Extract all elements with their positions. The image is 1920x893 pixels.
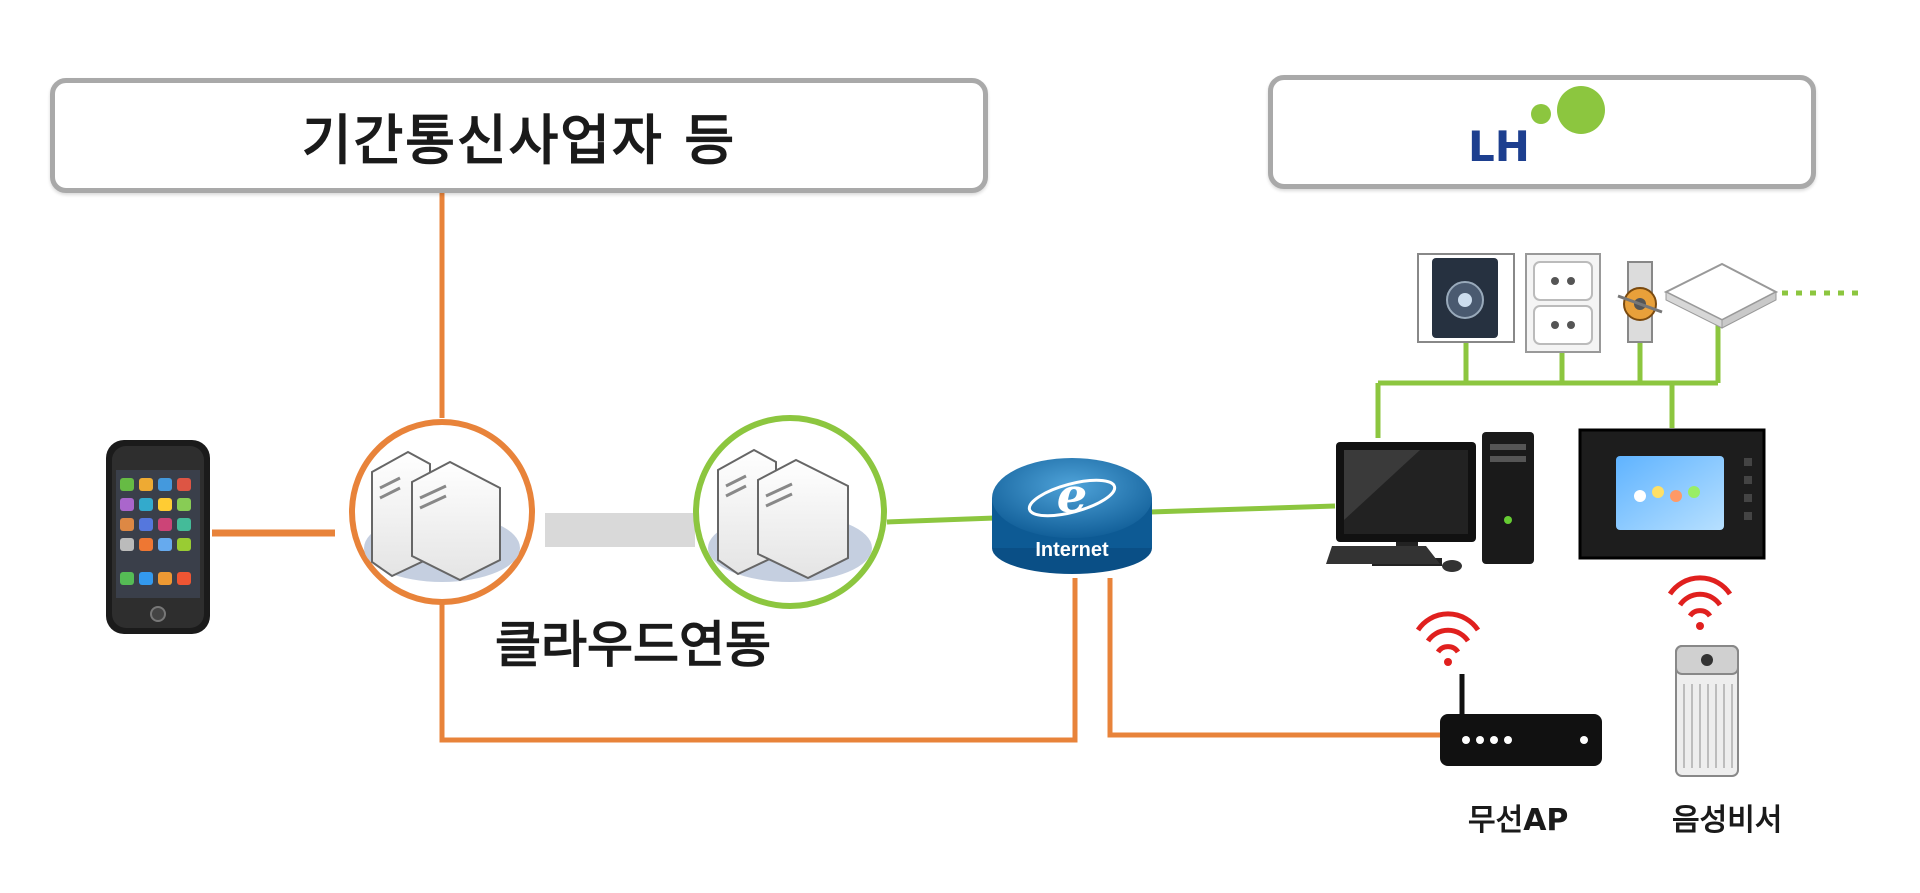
internet-router-icon: e Internet bbox=[992, 458, 1152, 574]
operator-title: 기간통신사업자 등 bbox=[301, 109, 737, 172]
lh-logo-dot-large bbox=[1557, 86, 1605, 134]
link-router-to-pc bbox=[1149, 503, 1336, 515]
thermostat-icon bbox=[1417, 253, 1515, 343]
lh-box: LH bbox=[1268, 75, 1816, 189]
lh-logo: LH bbox=[1468, 122, 1530, 171]
wifi-signal-icon bbox=[1415, 611, 1481, 666]
gas-valve-icon bbox=[1617, 261, 1663, 343]
wireless-ap-label: 무선AP bbox=[1468, 803, 1569, 838]
link-server-to-router bbox=[886, 515, 996, 525]
wall-pad-icon bbox=[1578, 428, 1766, 560]
ceiling-sensor-icon bbox=[1663, 262, 1779, 329]
desktop-pc-icon bbox=[1326, 432, 1534, 572]
link-cloud-sync-band bbox=[545, 513, 695, 547]
link-server-to-router-bottom bbox=[439, 578, 1078, 743]
connection-lines bbox=[212, 193, 1860, 743]
cloud-server-icon bbox=[693, 415, 887, 609]
voice-assistant-speaker-icon bbox=[1675, 645, 1739, 777]
wall-outlet-icon bbox=[1525, 253, 1601, 353]
internet-label: Internet bbox=[1035, 539, 1109, 561]
wireless-ap-icon bbox=[1440, 674, 1602, 766]
telecom-operator-box: 기간통신사업자 등 bbox=[50, 78, 988, 193]
operator-server-icon bbox=[349, 419, 535, 605]
wifi-signal-icon bbox=[1667, 575, 1733, 630]
cloud-link-label: 클라우드연동 bbox=[495, 616, 771, 674]
smartphone-icon bbox=[106, 440, 210, 634]
voice-assistant-label: 음성비서 bbox=[1672, 803, 1783, 838]
link-router-to-ap bbox=[1107, 578, 1440, 738]
lh-logo-dot-small bbox=[1531, 104, 1551, 124]
